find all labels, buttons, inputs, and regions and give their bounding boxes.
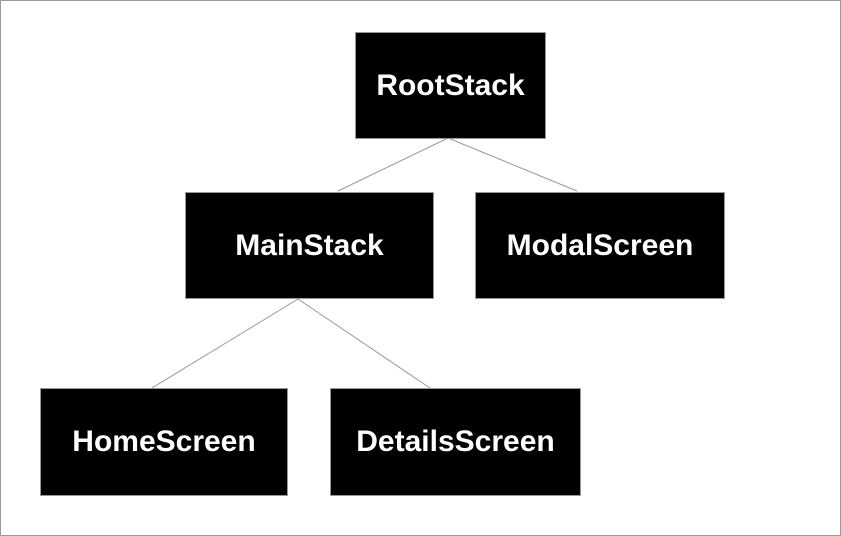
node-homescreen-label: HomeScreen: [72, 425, 256, 458]
node-mainstack: MainStack: [185, 192, 434, 299]
edge-mainstack-homescreen: [151, 298, 299, 389]
node-detailsscreen: DetailsScreen: [330, 388, 581, 496]
node-modalscreen-label: ModalScreen: [506, 228, 694, 262]
edge-mainstack-detailsscreen: [297, 298, 431, 389]
node-detailsscreen-label: DetailsScreen: [356, 425, 555, 458]
node-rootstack-label: RootStack: [376, 68, 525, 102]
edge-rootstack-mainstack: [337, 137, 449, 192]
node-mainstack-label: MainStack: [235, 228, 384, 262]
edge-rootstack-modalscreen: [447, 137, 578, 192]
node-homescreen: HomeScreen: [40, 388, 288, 496]
node-modalscreen: ModalScreen: [475, 192, 725, 299]
node-rootstack: RootStack: [355, 32, 546, 139]
